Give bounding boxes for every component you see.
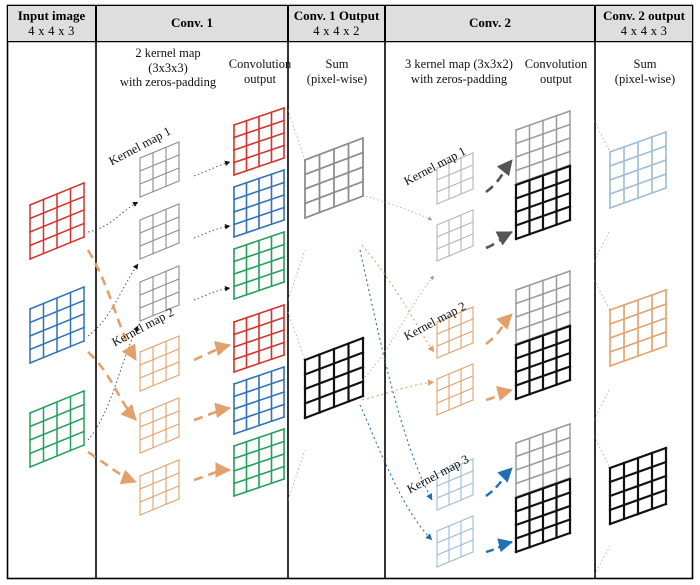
header-title: Conv. 2 (469, 15, 511, 31)
input-blue-to-k2-s2 (87, 351, 137, 421)
conv2-sum-lightblue (608, 130, 668, 210)
arrow-layer (86, 109, 611, 576)
c2out3-top-to-sum (593, 435, 611, 469)
header-subtitle: 4 x 4 x 2 (313, 23, 360, 38)
k1s2-to-out-blue (193, 224, 231, 239)
k1s1-to-out-red (193, 160, 231, 177)
sum1-to-c2k3 (359, 249, 433, 501)
caption-conv2-sum: Sum (pixel-wise) (614, 57, 676, 86)
input-channel-blue (29, 286, 85, 364)
conv2-out2-black (514, 324, 572, 401)
conv2-sum-black (608, 446, 668, 526)
c2out1-bottom-to-sum (593, 229, 611, 263)
input-red-to-k2-s1 (86, 249, 138, 361)
caption-conv2-kernels: 3 kernel map (3x3x2) with zeros-padding (405, 57, 513, 86)
k2s1-to-out2-red (193, 340, 232, 362)
conv2-k1-slice-1 (436, 152, 474, 205)
k1s3-to-out-green (193, 286, 231, 301)
input-green-to-k1-s3 (87, 325, 139, 441)
conv1-k2-slice-1 (139, 335, 180, 392)
input-blue-to-k1-s2 (87, 263, 139, 337)
header-title: Input image (17, 8, 86, 24)
conv1-out2-red (232, 303, 286, 374)
header-title: Conv. 1 (171, 15, 213, 31)
c2out1-top-to-sum (593, 119, 611, 153)
conv1-out2-green (232, 427, 286, 498)
conv1-k1-slice-1 (139, 141, 180, 198)
sum1-to-c2k2 (361, 244, 435, 353)
conv2-out2-gray (515, 270, 571, 345)
conv1-out1-red (232, 106, 286, 177)
caption-conv2-convolution-output: Convolution output (524, 57, 588, 86)
conv1-k1-slice-3 (139, 265, 180, 322)
out1-bottom-to-sum1 (287, 249, 306, 301)
input-green-to-k2-s3 (87, 450, 137, 485)
out2-bottom-to-sum2 (287, 449, 306, 501)
caption-conv1-sum: Sum (pixel-wise) (306, 57, 368, 86)
k2s3-to-out2-green (193, 462, 232, 482)
header-subtitle: 4 x 4 x 3 (620, 23, 668, 38)
c2k1s1-to-out-gray (485, 159, 514, 194)
c2k3s2-to-out-black (485, 538, 513, 554)
out2-top-to-sum2 (287, 311, 306, 361)
c2out3-bottom-to-sum (593, 545, 611, 576)
conv1-sum-black (303, 336, 365, 420)
header-cell-conv1: Conv. 1 (96, 5, 288, 42)
c2k2s2-to-out-black (485, 385, 514, 402)
conv2-sum-orange (608, 288, 668, 368)
conv1-sum-gray (303, 136, 365, 220)
conv2-out3-black (514, 477, 572, 554)
out1-top-to-sum1 (287, 109, 306, 161)
sum2-to-c2k2 (361, 379, 435, 401)
header-cell-conv1-output: Conv. 1 Output 4 x 4 x 2 (288, 5, 385, 42)
c2out2-top-to-sum (593, 279, 611, 311)
c2out2-bottom-to-sum (593, 387, 611, 421)
grid-layer (29, 106, 668, 568)
conv1-k2-slice-3 (139, 459, 180, 516)
c2k1s2-to-out-black (485, 230, 513, 250)
conv2-out1-black (514, 164, 572, 241)
header-title: Conv. 1 Output (293, 8, 380, 24)
c2k2s1-to-out-gray (485, 313, 513, 346)
header-cell-conv2-output: Conv. 2 output 4 x 4 x 3 (595, 5, 693, 42)
conv1-k2-slice-2 (139, 397, 180, 454)
table-frame (6, 4, 694, 580)
header-subtitle: 4 x 4 x 3 (28, 23, 75, 38)
header-title: Conv. 2 output (603, 8, 685, 24)
input-red-to-k1-s1 (87, 201, 139, 233)
conv2-out1-gray (515, 110, 571, 185)
conv2-k3-slice-1 (436, 458, 474, 511)
conv1-out2-blue (232, 365, 286, 436)
caption-conv1-kernels: 2 kernel map (3x3x3) with zeros-padding (119, 46, 217, 89)
conv1-out1-blue (232, 168, 286, 239)
conv1-out1-green (232, 230, 286, 301)
header-cell-conv2: Conv. 2 (385, 5, 595, 42)
conv2-out3-gray (515, 423, 571, 498)
conv2-k2-slice-2 (436, 363, 474, 416)
k2s2-to-out2-blue (193, 402, 232, 422)
conv1-k1-slice-2 (139, 203, 180, 260)
caption-conv1-convolution-output: Convolution output (228, 57, 292, 86)
header-cell-input-image: Input image 4 x 4 x 3 (7, 5, 96, 42)
c2k3s1-to-out-gray (485, 467, 513, 497)
input-channel-red (29, 182, 85, 260)
sum2-to-c2k3 (359, 404, 433, 541)
sum1-to-c2k1 (361, 194, 433, 221)
conv2-k1-slice-2 (436, 209, 474, 262)
conv2-k3-slice-2 (436, 515, 474, 568)
input-channel-green (29, 390, 85, 468)
conv2-k2-slice-1 (436, 306, 474, 359)
